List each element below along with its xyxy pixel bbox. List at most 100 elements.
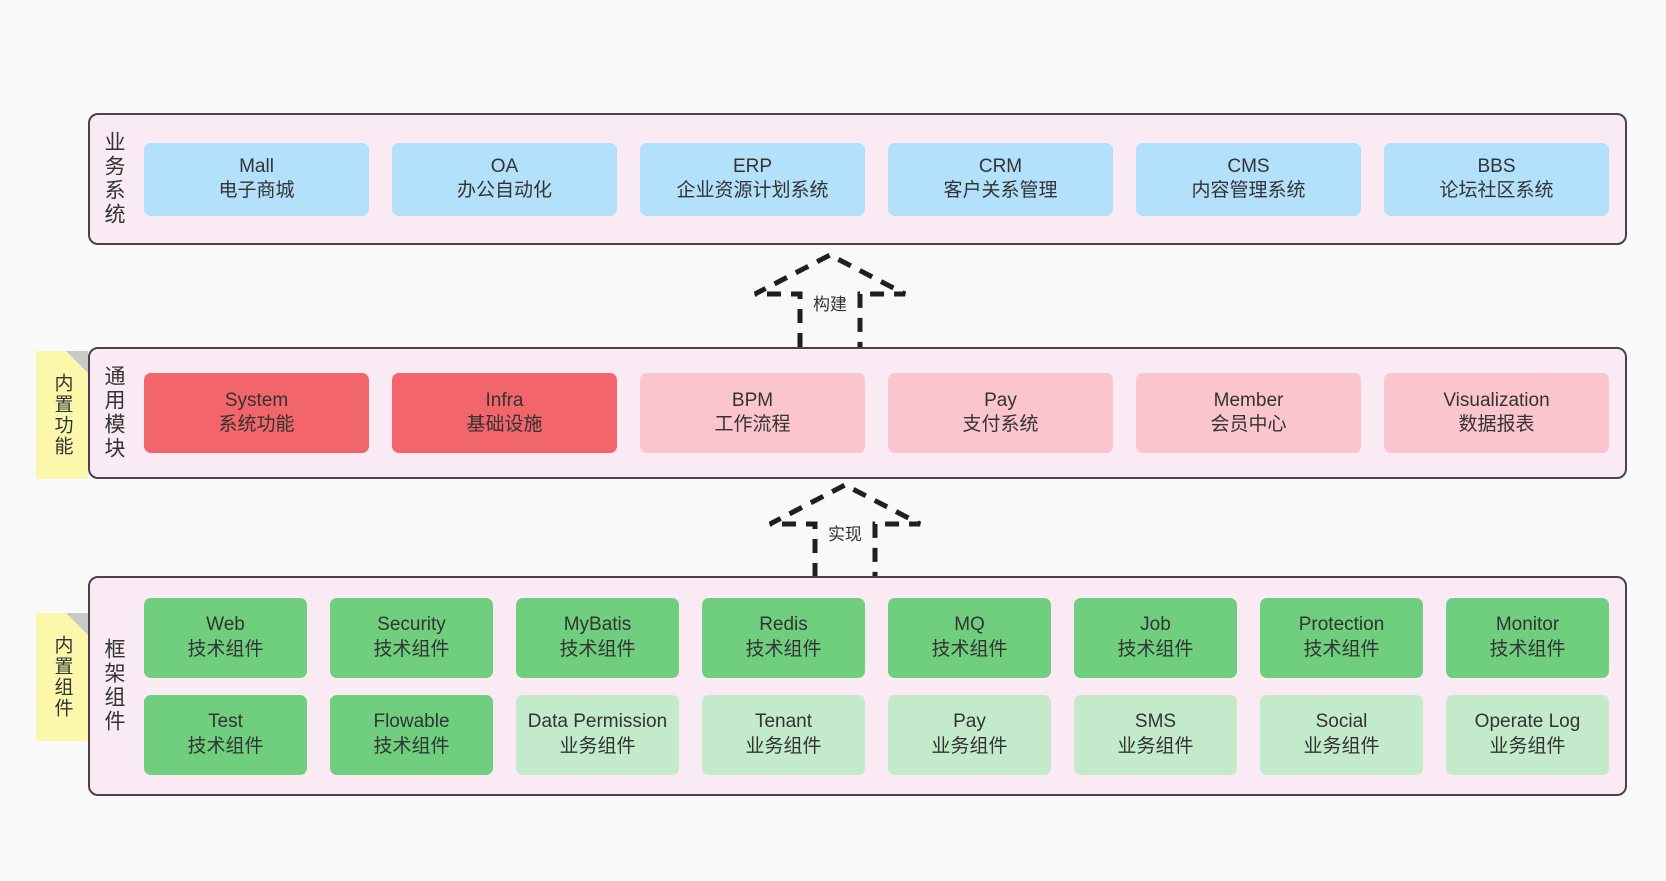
- node-mq[interactable]: MQ 技术组件: [888, 597, 1051, 678]
- node-label-cn: 论坛社区系统: [1439, 180, 1554, 201]
- node-label-cn: 基础设施: [466, 414, 543, 435]
- node-label-cn: 电子商城: [218, 180, 295, 201]
- node-member[interactable]: Member 会员中心: [1136, 373, 1361, 453]
- node-label-en: Pay: [984, 389, 1017, 411]
- node-label-cn: 技术组件: [931, 638, 1008, 660]
- node-label-en: Data Permission: [527, 711, 668, 733]
- node-label-en: Social: [1315, 711, 1368, 733]
- node-infra[interactable]: Infra 基础设施: [392, 373, 617, 453]
- node-label-cn: 客户关系管理: [943, 180, 1058, 201]
- node-label-cn: 企业资源计划系统: [676, 180, 829, 201]
- node-label-en: SMS: [1134, 711, 1177, 733]
- node-sms[interactable]: SMS 业务组件: [1074, 694, 1237, 775]
- node-job[interactable]: Job 技术组件: [1074, 597, 1237, 678]
- connector-implement-arrow: [768, 482, 922, 577]
- node-label-cn: 工作流程: [714, 414, 791, 435]
- node-label-cn: 业务组件: [745, 735, 822, 757]
- connector-label-implement: 实现: [828, 525, 862, 544]
- node-row: Test 技术组件 Flowable 技术组件 Data Permission …: [144, 694, 1609, 775]
- node-label-en: Job: [1140, 614, 1171, 636]
- node-data-permission[interactable]: Data Permission 业务组件: [516, 694, 679, 775]
- node-label-en: Pay: [953, 711, 986, 733]
- node-label-en: MyBatis: [563, 614, 632, 636]
- connector-build-arrow: [753, 252, 907, 347]
- node-label-cn: 技术组件: [187, 735, 264, 757]
- node-system[interactable]: System 系统功能: [144, 373, 369, 453]
- node-label-en: Protection: [1298, 614, 1385, 636]
- layer-body-framework: Web 技术组件 Security 技术组件 MyBatis 技术组件 Redi…: [136, 578, 1625, 794]
- node-tenant[interactable]: Tenant 业务组件: [702, 694, 865, 775]
- node-label-cn: 业务组件: [1303, 735, 1380, 757]
- node-label-en: Redis: [759, 614, 808, 636]
- node-label-cn: 办公自动化: [456, 180, 552, 201]
- node-bpm[interactable]: BPM 工作流程: [640, 373, 865, 453]
- node-operate-log[interactable]: Operate Log 业务组件: [1446, 694, 1609, 775]
- layer-framework-component: 框架组件 Web 技术组件 Security 技术组件 MyBatis 技术组件…: [88, 576, 1627, 796]
- node-label-cn: 内容管理系统: [1191, 180, 1306, 201]
- node-label-cn: 业务组件: [559, 735, 636, 757]
- node-label-cn: 会员中心: [1210, 414, 1287, 435]
- node-crm[interactable]: CRM 客户关系管理: [888, 142, 1113, 216]
- node-label-cn: 技术组件: [373, 638, 450, 660]
- node-row: System 系统功能 Infra 基础设施 BPM 工作流程 Pay 支付系统…: [144, 373, 1609, 453]
- layer-business-system: 业务系统 Mall 电子商城 OA 办公自动化 ERP 企业资源计划系统 CRM…: [88, 113, 1627, 245]
- node-label-cn: 技术组件: [745, 638, 822, 660]
- node-row: Mall 电子商城 OA 办公自动化 ERP 企业资源计划系统 CRM 客户关系…: [144, 142, 1609, 216]
- node-monitor[interactable]: Monitor 技术组件: [1446, 597, 1609, 678]
- node-label-cn: 技术组件: [1117, 638, 1194, 660]
- node-erp[interactable]: ERP 企业资源计划系统: [640, 142, 865, 216]
- node-label-cn: 业务组件: [1117, 735, 1194, 757]
- node-label-en: Infra: [485, 389, 524, 411]
- node-label-cn: 业务组件: [1489, 735, 1566, 757]
- node-label-en: CMS: [1227, 155, 1270, 177]
- node-label-en: Monitor: [1495, 614, 1560, 636]
- node-label-en: CRM: [978, 155, 1023, 177]
- node-label-cn: 业务组件: [931, 735, 1008, 757]
- node-label-en: BPM: [731, 389, 774, 411]
- node-label-cn: 技术组件: [559, 638, 636, 660]
- node-label-en: System: [224, 389, 289, 411]
- node-label-en: ERP: [732, 155, 773, 177]
- node-mybatis[interactable]: MyBatis 技术组件: [516, 597, 679, 678]
- node-cms[interactable]: CMS 内容管理系统: [1136, 142, 1361, 216]
- node-label-en: BBS: [1477, 155, 1516, 177]
- connector-label-build: 构建: [813, 295, 847, 314]
- layer-common-module: 通用模块 System 系统功能 Infra 基础设施 BPM 工作流程 Pay…: [88, 347, 1627, 479]
- node-social[interactable]: Social 业务组件: [1260, 694, 1423, 775]
- node-protection[interactable]: Protection 技术组件: [1260, 597, 1423, 678]
- node-label-en: Web: [206, 614, 245, 636]
- layer-body-common: System 系统功能 Infra 基础设施 BPM 工作流程 Pay 支付系统…: [136, 349, 1625, 477]
- node-mall[interactable]: Mall 电子商城: [144, 142, 369, 216]
- note-builtin-functions: 内置功能: [36, 351, 88, 479]
- node-redis[interactable]: Redis 技术组件: [702, 597, 865, 678]
- layer-title-common: 通用模块: [102, 365, 126, 461]
- layer-body-business: Mall 电子商城 OA 办公自动化 ERP 企业资源计划系统 CRM 客户关系…: [136, 115, 1625, 243]
- node-label-cn: 数据报表: [1458, 414, 1535, 435]
- node-label-en: Mall: [239, 155, 274, 177]
- node-label-cn: 系统功能: [218, 414, 295, 435]
- node-visualization[interactable]: Visualization 数据报表: [1384, 373, 1609, 453]
- node-label-en: Operate Log: [1474, 711, 1581, 733]
- node-label-en: Security: [377, 614, 446, 636]
- node-pay[interactable]: Pay 支付系统: [888, 373, 1113, 453]
- node-label-en: Visualization: [1443, 389, 1550, 411]
- node-security[interactable]: Security 技术组件: [330, 597, 493, 678]
- node-label-cn: 技术组件: [1489, 638, 1566, 660]
- node-row: Web 技术组件 Security 技术组件 MyBatis 技术组件 Redi…: [144, 597, 1609, 678]
- node-test[interactable]: Test 技术组件: [144, 694, 307, 775]
- node-label-en: Tenant: [754, 711, 813, 733]
- node-label-en: Flowable: [373, 711, 450, 733]
- node-web[interactable]: Web 技术组件: [144, 597, 307, 678]
- node-label-en: MQ: [954, 614, 985, 636]
- layer-title-framework: 框架组件: [102, 638, 126, 734]
- node-flowable[interactable]: Flowable 技术组件: [330, 694, 493, 775]
- node-bbs[interactable]: BBS 论坛社区系统: [1384, 142, 1609, 216]
- node-label-en: Test: [208, 711, 243, 733]
- node-label-cn: 支付系统: [962, 414, 1039, 435]
- note-builtin-components: 内置组件: [36, 613, 88, 741]
- layer-title-business: 业务系统: [102, 131, 126, 227]
- node-oa[interactable]: OA 办公自动化: [392, 142, 617, 216]
- node-label-en: OA: [490, 155, 519, 177]
- node-pay-business[interactable]: Pay 业务组件: [888, 694, 1051, 775]
